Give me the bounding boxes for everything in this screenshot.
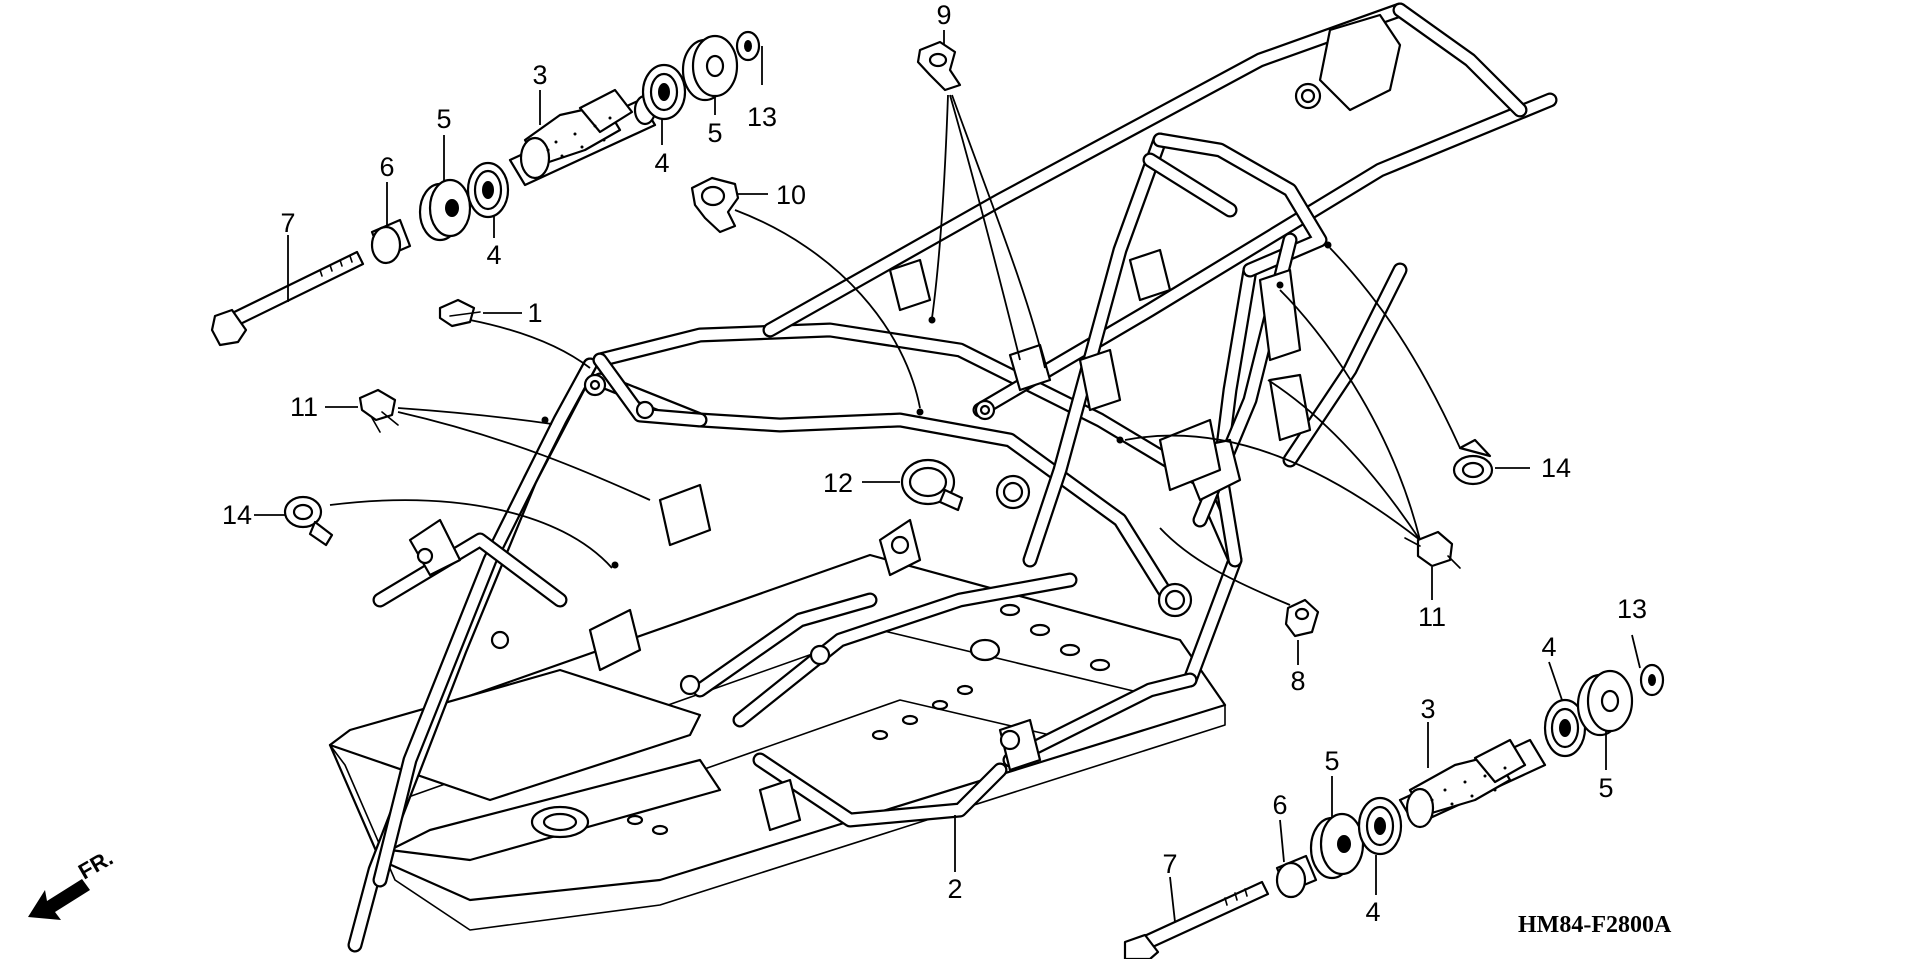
clamp-10 xyxy=(690,176,740,234)
nut-lower xyxy=(1639,663,1665,697)
bearing-upper-right xyxy=(641,63,687,121)
upper-left-shaft-assembly xyxy=(210,30,761,347)
clip-1 xyxy=(438,298,481,328)
callout-4d: 4 xyxy=(1365,897,1380,927)
callout-12: 12 xyxy=(823,468,853,498)
sprocket-shaft-lower xyxy=(1398,738,1547,829)
clamp-14-left xyxy=(283,495,334,547)
grommet-8 xyxy=(1284,598,1320,638)
mount-points xyxy=(541,241,1332,569)
callout-3a: 3 xyxy=(532,60,547,90)
callout-14b: 14 xyxy=(1541,453,1571,483)
bearing-lower-right xyxy=(1543,698,1587,758)
callout-5a: 5 xyxy=(436,104,451,134)
bolt-upper xyxy=(210,250,365,347)
callout-5d: 5 xyxy=(1598,773,1613,803)
frame-bosses xyxy=(416,82,1322,751)
callout-13b: 13 xyxy=(1617,594,1647,624)
callout-11b: 11 xyxy=(1418,602,1446,632)
clip-11-left xyxy=(358,388,399,433)
bushing-upper-left xyxy=(418,178,472,242)
callout-13a: 13 xyxy=(747,102,777,132)
bearing-lower-left xyxy=(1357,796,1403,856)
callout-6b: 6 xyxy=(1272,790,1287,820)
clamp-14-right xyxy=(1452,438,1494,486)
collar-lower xyxy=(1275,854,1318,899)
nut-upper xyxy=(735,30,761,62)
bolt-lower xyxy=(1123,880,1270,961)
callout-10: 10 xyxy=(776,180,806,210)
front-label: FR. xyxy=(74,845,117,884)
callout-4a: 4 xyxy=(486,240,501,270)
front-arrow-icon xyxy=(28,879,90,920)
front-direction-marker: FR. xyxy=(28,845,117,920)
clip-11-right xyxy=(1404,530,1461,569)
leader-lines xyxy=(254,30,1641,923)
callout-9: 9 xyxy=(936,0,951,30)
callout-14a: 14 xyxy=(222,500,252,530)
callout-8: 8 xyxy=(1290,666,1305,696)
callout-7b: 7 xyxy=(1162,849,1177,879)
callout-2: 2 xyxy=(947,874,962,904)
bushing-lower-left xyxy=(1309,812,1365,880)
callout-1: 1 xyxy=(527,298,542,328)
bushing-upper-right xyxy=(681,34,739,102)
bushing-lower-right xyxy=(1576,669,1634,737)
clamp-12 xyxy=(900,458,964,512)
callout-5b: 5 xyxy=(707,118,722,148)
callout-5c: 5 xyxy=(1324,746,1339,776)
callout-4b: 4 xyxy=(654,148,669,178)
diagram-code: HM84-F2800A xyxy=(1518,912,1672,938)
callout-6a: 6 xyxy=(379,152,394,182)
callout-4c: 4 xyxy=(1541,632,1556,662)
callout-3b: 3 xyxy=(1420,694,1435,724)
callout-7a: 7 xyxy=(280,208,295,238)
sprocket-shaft-upper xyxy=(508,88,657,187)
bearing-upper-left xyxy=(466,161,510,219)
clamp-9 xyxy=(916,40,962,92)
collar-upper xyxy=(370,218,412,265)
callout-11a: 11 xyxy=(290,392,318,422)
